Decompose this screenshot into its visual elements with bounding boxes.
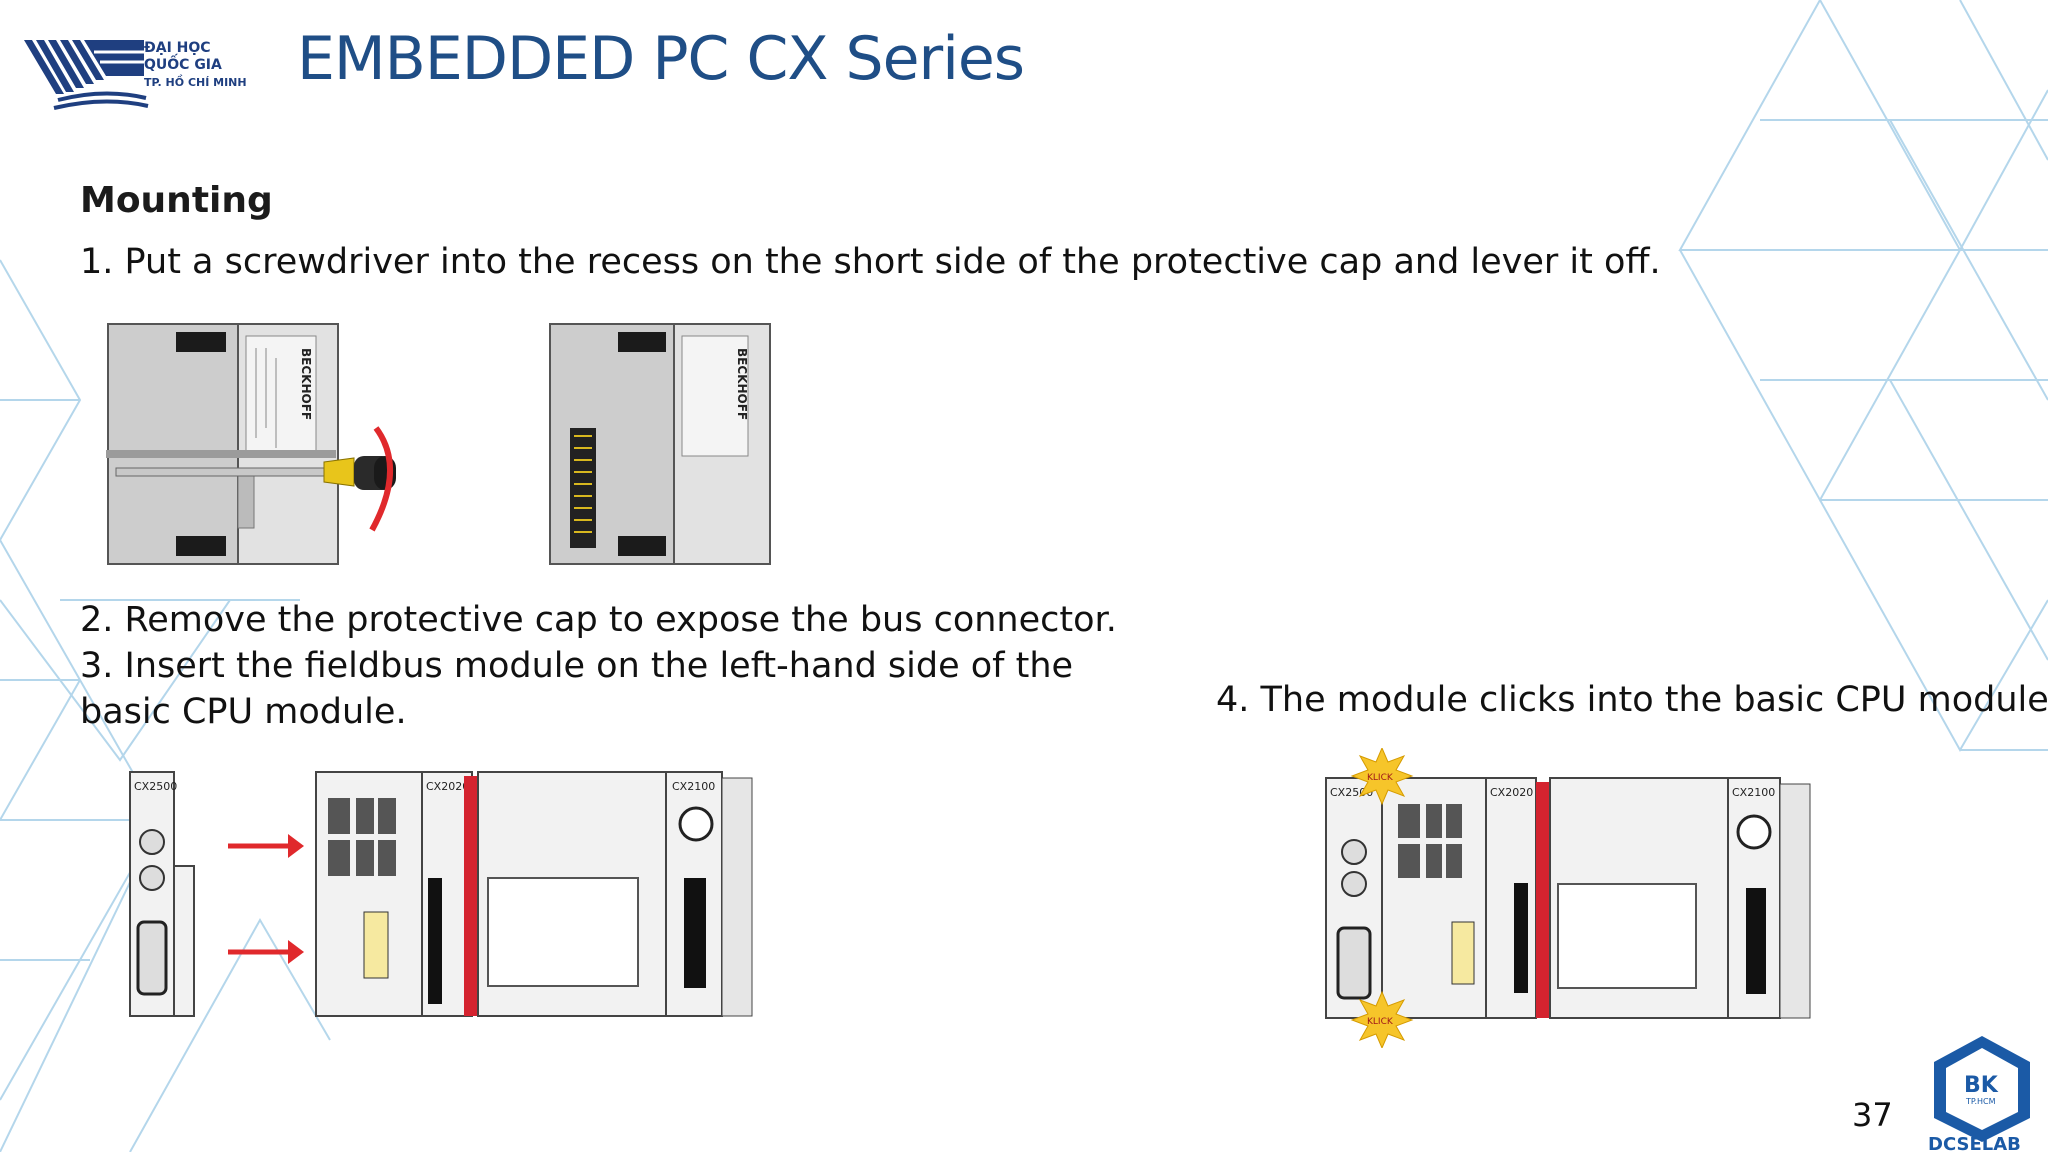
badge-sub: TP.HCM: [1965, 1097, 1996, 1106]
logo-line-2: QUỐC GIA: [144, 57, 222, 73]
fig1-brand: BECKHOFF: [299, 348, 313, 420]
figure-insert-fieldbus-module: CX2500 CX2020 CX2100: [129, 771, 753, 1017]
fig4-cpu-model: CX2020: [1490, 786, 1533, 799]
slide-title: EMBEDDED PC CX Series: [297, 24, 1025, 94]
fig3-fieldbus-model: CX2500: [134, 780, 177, 793]
fig4-fieldbus-model: CX2500: [1330, 786, 1373, 799]
bk-dcselab-badge: BK TP.HCM DCSELAB: [1928, 1036, 2030, 1152]
klick-label-bottom: KLICK: [1367, 1017, 1394, 1027]
logo-line-1: ĐẠI HỌC: [144, 40, 211, 56]
step-2-text: 2. Remove the protective cap to expose t…: [80, 600, 1117, 640]
step-3-text-line-1: 3. Insert the fieldbus module on the lef…: [80, 646, 1074, 686]
step-1-text: 1. Put a screwdriver into the recess on …: [80, 242, 1661, 282]
klick-star-top: [1350, 748, 1414, 806]
university-logo: [24, 40, 149, 110]
fig3-power-model: CX2100: [672, 780, 715, 793]
fig3-cpu-model: CX2020: [426, 780, 469, 793]
figure-cap-removed: BECKHOFF: [549, 323, 771, 565]
klick-label-top: KLICK: [1367, 773, 1394, 783]
badge-top: BK: [1964, 1073, 1999, 1098]
figure-module-clicked-in: CX2500 CX2020 CX2100 KLICK KLICK: [1325, 748, 1811, 1048]
university-logo-text: ĐẠI HỌC QUỐC GIA TP. HỒ CHÍ MINH: [144, 40, 247, 91]
step-4-text: 4. The module clicks into the basic CPU …: [1216, 680, 2048, 720]
fig4-power-model: CX2100: [1732, 786, 1775, 799]
klick-star-bottom: [1350, 990, 1414, 1048]
section-heading: Mounting: [80, 180, 273, 221]
page-number: 37: [1852, 1096, 1893, 1134]
figure-remove-cap-screwdriver: BECKHOFF: [106, 323, 396, 565]
badge-bottom: DCSELAB: [1928, 1134, 2021, 1152]
step-3-text-line-2: basic CPU module.: [80, 692, 407, 732]
logo-line-3: TP. HỒ CHÍ MINH: [144, 76, 247, 89]
fig2-brand: BECKHOFF: [735, 348, 749, 420]
